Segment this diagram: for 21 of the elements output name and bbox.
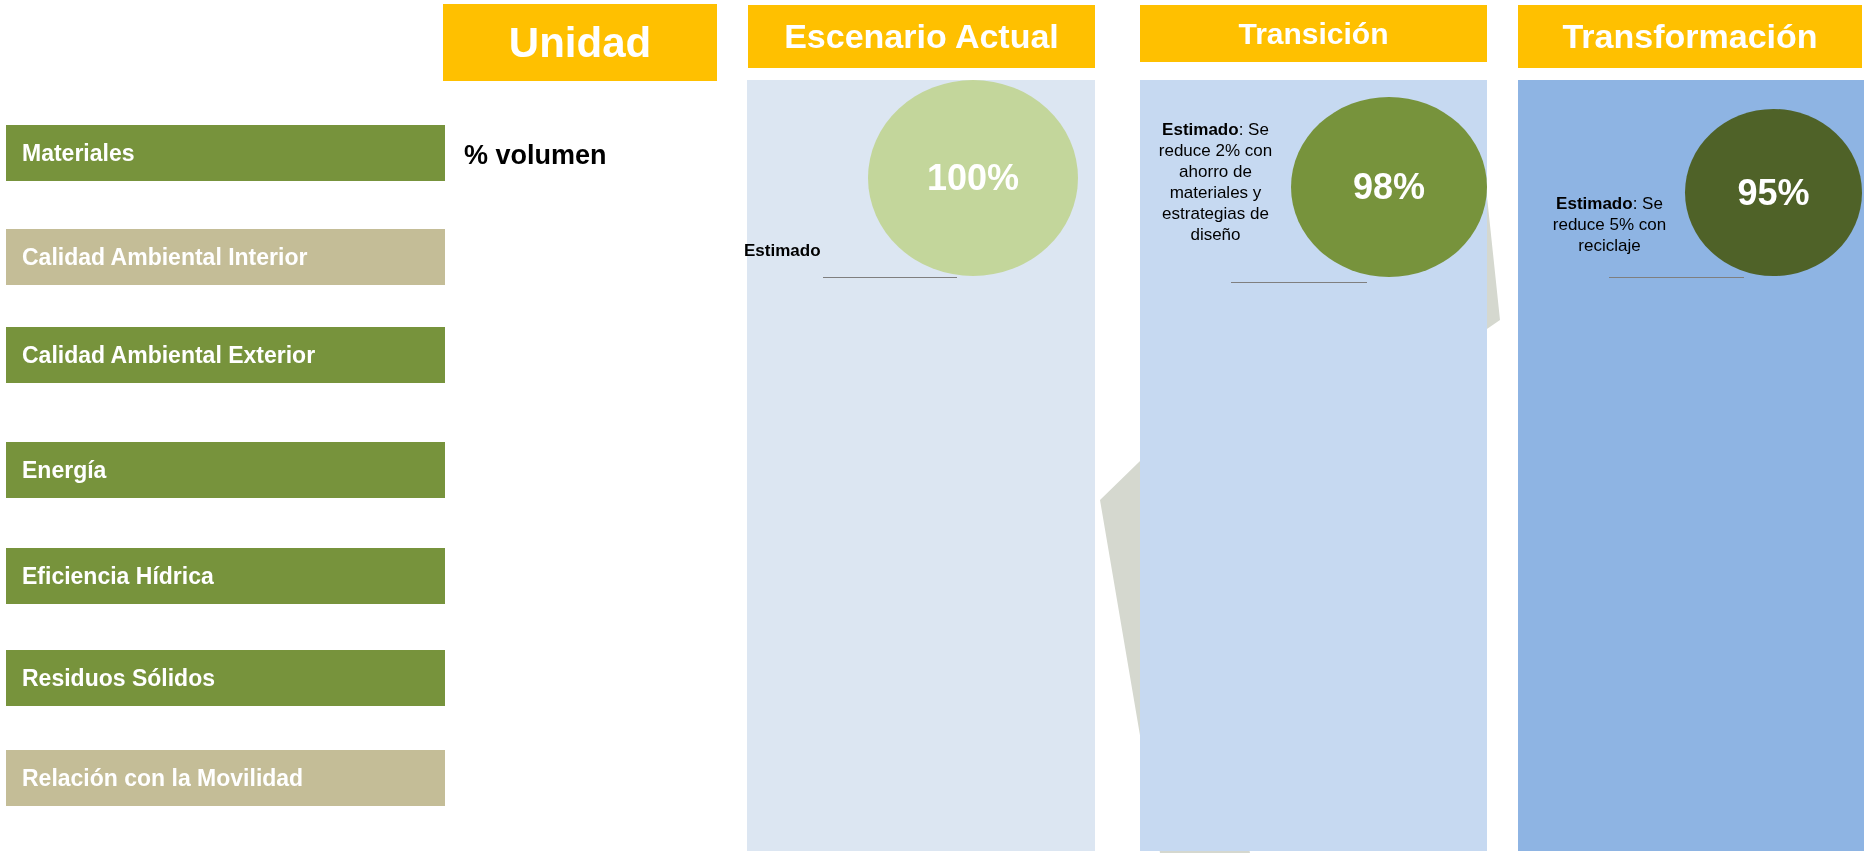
column-panel [1140,80,1487,851]
row-label: Materiales [6,125,445,181]
estimate-note: Estimado [744,240,822,261]
column-header: Unidad [443,4,717,81]
row-label: Eficiencia Hídrica [6,548,445,604]
column-header: Transformación [1518,5,1862,68]
estimate-note: Estimado: Se reduce 5% con reciclaje [1551,193,1668,256]
column-header: Escenario Actual [748,5,1095,68]
row-label: Energía [6,442,445,498]
value-circle: 100% [868,80,1078,276]
row-label: Relación con la Movilidad [6,750,445,806]
column-panel [747,80,1095,851]
column-header: Transición [1140,5,1487,62]
estimate-note: Estimado: Se reduce 2% con ahorro de materiales y estrategias de diseño [1157,119,1274,245]
row-label: Residuos Sólidos [6,650,445,706]
value-circle: 95% [1685,109,1862,276]
row-label: Calidad Ambiental Exterior [6,327,445,383]
row-label: Calidad Ambiental Interior [6,229,445,285]
unit-label: % volumen [464,140,607,171]
value-circle: 98% [1291,97,1487,277]
column-panel [1518,80,1864,851]
